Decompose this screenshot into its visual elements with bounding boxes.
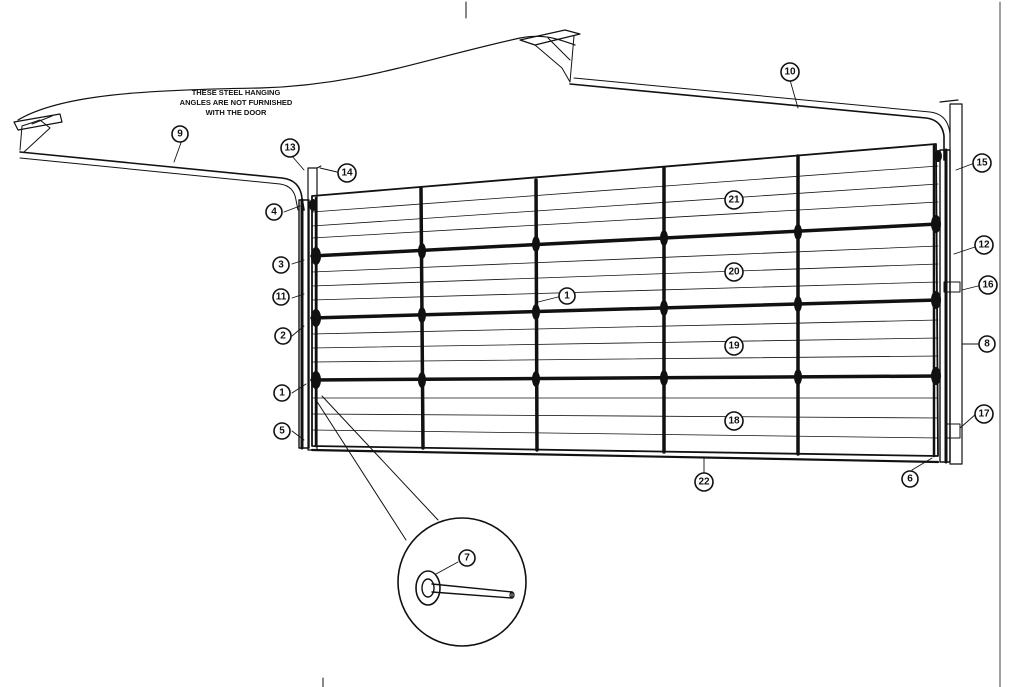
callout-label: 15 (976, 158, 988, 169)
callout-9: 9 (171, 125, 189, 143)
callout-label: 7 (464, 553, 470, 564)
hinges (309, 150, 942, 389)
callout-label: 17 (978, 409, 990, 420)
callout-6: 6 (901, 470, 919, 488)
callout-2: 2 (274, 327, 292, 345)
callout-label: 12 (978, 240, 990, 251)
note-line-3: WITH THE DOOR (206, 108, 267, 117)
callout-label: 18 (728, 416, 740, 427)
callout-15: 15 (972, 153, 992, 173)
ceiling-outline (17, 35, 576, 121)
callout-label: 22 (698, 477, 710, 488)
scan-marks (322, 1, 1001, 687)
callout-label: 21 (728, 195, 740, 206)
note-line-1: THESE STEEL HANGING (192, 88, 281, 97)
left-hanging-angle (13, 113, 63, 153)
callout-label: 16 (982, 280, 994, 291)
callout-16: 16 (978, 275, 998, 295)
callout-label: 9 (177, 129, 183, 140)
callout-7: 7 (458, 549, 476, 567)
roller-detail-inset (315, 395, 527, 647)
callout-8: 8 (978, 335, 996, 353)
callout-label: 20 (728, 267, 740, 278)
callout-5: 5 (273, 422, 291, 440)
callout-1-hinge-center: 1 (558, 287, 576, 305)
leader-lines (173, 79, 979, 575)
callout-label: 1 (279, 388, 285, 399)
callout-3: 3 (272, 256, 290, 274)
callout-label: 5 (279, 426, 285, 437)
door-sections (310, 143, 940, 464)
hanging-angles-note: THESE STEEL HANGING ANGLES ARE NOT FURNI… (180, 88, 293, 117)
callout-13: 13 (280, 138, 300, 158)
callout-label: 3 (278, 260, 284, 271)
callout-21: 21 (724, 190, 744, 210)
callout-label: 8 (984, 339, 990, 350)
horizontal-track-left (19, 151, 305, 211)
callout-label: 11 (276, 292, 287, 303)
callout-19: 19 (724, 336, 744, 356)
callout-17: 17 (974, 404, 994, 424)
callout-10: 10 (780, 62, 800, 82)
callout-1-hinge-left: 1 (273, 384, 291, 402)
callout-label: 4 (271, 207, 277, 218)
callout-label: 14 (341, 168, 353, 179)
note-line-2: ANGLES ARE NOT FURNISHED (180, 98, 293, 107)
callout-14: 14 (337, 163, 357, 183)
callout-20: 20 (724, 262, 744, 282)
callout-label: 6 (907, 474, 913, 485)
callout-label: 19 (728, 341, 740, 352)
callouts: 1 1 2 3 4 5 6 7 (171, 62, 998, 567)
callout-label: 10 (784, 67, 796, 78)
callout-label: 13 (284, 143, 296, 154)
callout-18: 18 (724, 411, 744, 431)
right-vertical-track (939, 103, 963, 465)
callout-12: 12 (974, 235, 994, 255)
callout-label: 2 (280, 331, 286, 342)
callout-22: 22 (694, 472, 714, 492)
right-hanging-angle (519, 29, 581, 83)
callout-11: 11 (272, 288, 290, 306)
callout-4: 4 (265, 203, 283, 221)
callout-label: 1 (564, 291, 570, 302)
